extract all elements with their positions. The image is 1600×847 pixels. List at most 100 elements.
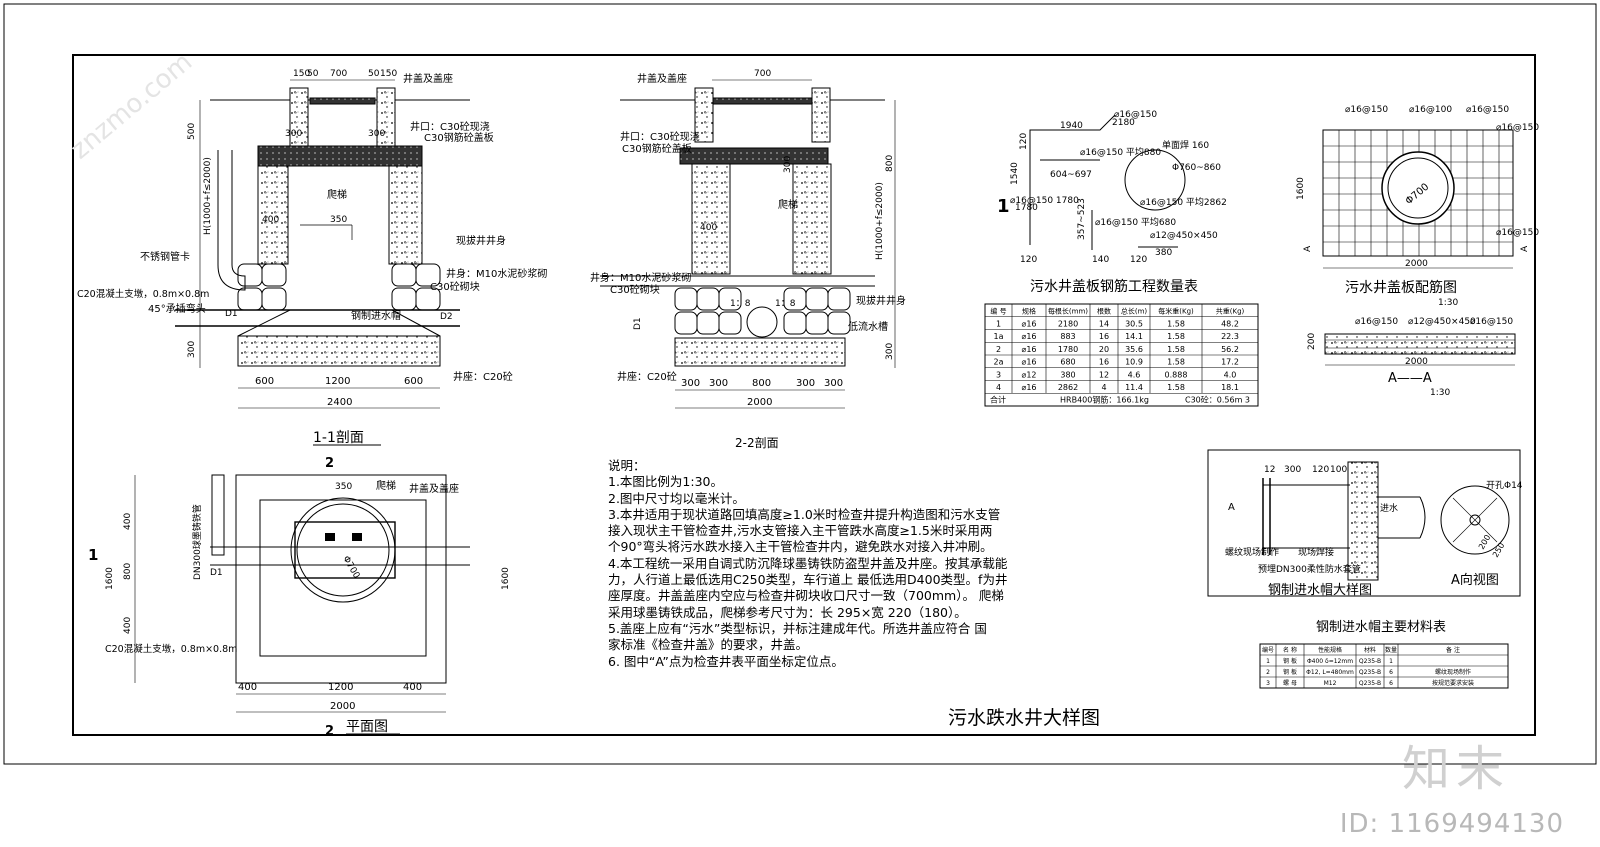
watermark-brand: 知末 — [1401, 741, 1510, 797]
dim-2000-b: 2000 — [747, 397, 772, 408]
table-cell: ⌀12 — [1022, 370, 1037, 379]
dim-600b: 600 — [404, 376, 423, 387]
rebar-604: 604~697 — [1050, 170, 1092, 180]
cast-body-label-b: 现拔井井身 — [856, 294, 906, 307]
dim-300-1: 300 — [681, 378, 700, 389]
cap-view-title: A向视图 — [1451, 572, 1499, 588]
dim-50b: 50 — [368, 69, 380, 79]
rebar-357: 357~523 — [1077, 198, 1087, 240]
cap-table-cell: 6 — [1389, 669, 1393, 676]
table-cell: 2 — [996, 345, 1001, 354]
cap-d200: 200 — [1477, 533, 1492, 551]
rebar-table: 污水井盖板钢筋工程数量表 编 号规格每根长(mm)根数总长(m)每米重(Kg)共… — [984, 278, 1259, 407]
slope-right: 1：8 — [775, 299, 796, 309]
dim-300-4: 300 — [824, 378, 843, 389]
table-total-steel: HRB400钢筋：166.1kg — [1060, 394, 1149, 404]
table-cell: 48.2 — [1221, 319, 1239, 328]
aa-section: ⌀16@150 ⌀12@450×450 ⌀16@150 200 2000 A——… — [1307, 317, 1516, 398]
table-cell: 4 — [1101, 383, 1106, 392]
cap-dim-12: 12 — [1264, 465, 1275, 475]
note-line: 2.图中尺寸均以毫米计。 — [608, 490, 745, 506]
dim-500: 500 — [187, 123, 197, 140]
cap-table-cell: M12 — [1324, 680, 1337, 687]
dim-400-b: 400 — [700, 223, 717, 233]
cap-dim-120: 120 — [1312, 465, 1329, 475]
cover-bar-c: ⌀16@150 — [1466, 105, 1509, 115]
note-line: 接入现状主干管检查井,污水支管接入主干管跌水高度≥1.5米时采用两 — [608, 523, 993, 539]
note-line: 5.盖座上应有“污水”类型标识，并标注建成年代。所选井盖应符合 国 — [608, 620, 987, 636]
table-cell: 35.6 — [1125, 345, 1143, 354]
outer-frame — [3, 3, 1597, 765]
slab-label-b: C30钢筋砼盖板 — [622, 142, 692, 155]
cover-slab — [257, 145, 423, 167]
rebar-note-d: ⌀16@150 平均680 — [1095, 216, 1176, 228]
dia-label-plan: Φ700 — [340, 555, 361, 581]
note-line: 座厚度。井盖盖座内空应与检查井砌块收口尺寸一致（700mm）。 爬梯 — [608, 588, 1004, 604]
rebar-sketches: 1 1940 2180 ⌀16@150 120 1540 1780 ⌀16@15… — [997, 110, 1227, 265]
section-1-1: 150 50 700 50 150 600 — [77, 69, 547, 446]
table-cell: 17.2 — [1221, 358, 1239, 367]
table-cell: 0.888 — [1165, 370, 1188, 379]
cap-table-cell: 螺 母 — [1283, 679, 1297, 687]
dim-400-left-b: 400 — [123, 617, 133, 634]
cap-table-cell: 钢 板 — [1283, 657, 1297, 665]
cap-table-header-cell: 名 称 — [1283, 646, 1297, 654]
table-cell: 18.1 — [1221, 383, 1239, 392]
rebar-note-f: Φ760~860 — [1172, 163, 1221, 173]
seat-label-b: 井座：C20砼 — [617, 370, 677, 383]
dim-1600-left: 1600 — [105, 567, 115, 590]
rebar-note-a: ⌀16@150 — [1114, 110, 1157, 120]
table-header-cell: 根数 — [1097, 307, 1111, 316]
inner-frame — [72, 54, 1536, 736]
note-line: 4.本工程统一采用自调式防沉降球墨铸铁防盗型井盖及井座。按其承载能 — [608, 555, 1008, 571]
dim-350-plan: 350 — [335, 482, 352, 492]
table-cell: 1.58 — [1167, 332, 1185, 341]
table-cell: ⌀16 — [1022, 332, 1037, 341]
clamp-label: 不锈钢管卡 — [140, 250, 190, 263]
section-2-2: 700 300 300 800 300 300 2000 800 300 300… — [590, 69, 906, 450]
cap-table-header-cell: 备 注 — [1446, 646, 1460, 654]
rebar-mark-1: 1 — [997, 196, 1010, 217]
support-label-plan: C20混凝土支墩，0.8m×0.8m — [105, 643, 237, 655]
dim-1600-right: 1600 — [501, 567, 511, 590]
aa-bar-b: ⌀12@450×450 — [1408, 317, 1476, 327]
cover-bar-e: ⌀16@150 — [1496, 228, 1539, 238]
cap-table-header-cell: 数量 — [1385, 646, 1397, 654]
slab-label: C30钢筋砼盖板 — [424, 131, 494, 144]
table-cell: 20 — [1099, 345, 1109, 354]
dim-400: 400 — [262, 215, 279, 225]
cap-table-header-cell: 性能规格 — [1318, 646, 1342, 654]
table-total-concrete: C30砼：0.56m 3 — [1185, 394, 1250, 404]
cap-table-title: 钢制进水帽主要材料表 — [1316, 619, 1446, 635]
cap-weld: 现场焊接 — [1298, 546, 1334, 558]
ladder-label-plan: 爬梯 — [376, 479, 396, 492]
cover-1600: 1600 — [1296, 177, 1306, 200]
table-cell: 16 — [1099, 358, 1109, 367]
cover-plan-scale: 1:30 — [1438, 298, 1458, 308]
aa-bar-c: ⌀16@150 — [1470, 317, 1513, 327]
table-cell: 883 — [1060, 332, 1075, 341]
aa-bar-a: ⌀16@150 — [1355, 317, 1398, 327]
table-cell: 1780 — [1058, 345, 1078, 354]
ladder-label: 爬梯 — [327, 188, 347, 201]
d1-label-b: D1 — [633, 317, 643, 330]
cap-bolt: 螺纹现场制作 — [1225, 546, 1279, 558]
cap-hole: 开孔Φ14 — [1486, 480, 1523, 491]
table-cell: ⌀16 — [1022, 383, 1037, 392]
dim-350: 350 — [330, 215, 347, 225]
dim-300-2: 300 — [709, 378, 728, 389]
table-cell: 12 — [1099, 370, 1109, 379]
section-1-1-title: 1-1剖面 — [313, 430, 364, 446]
table-cell: 1.58 — [1167, 383, 1185, 392]
cap-d250: 250 — [1491, 541, 1506, 559]
cast-body-label: 现拔井井身 — [456, 234, 506, 247]
rebar-380: 380 — [1155, 248, 1172, 258]
table-header-cell: 共重(Kg) — [1216, 307, 1245, 316]
note-line: 个90°弯头将污水跌水接入主干管检查井内，避免跌水对接入井冲刷。 — [608, 539, 993, 555]
table-cell: 1.58 — [1167, 358, 1185, 367]
rebar-1780: 1780 — [1015, 203, 1038, 213]
cover-label-plan: 井盖及盖座 — [409, 482, 459, 495]
dim-800-left: 800 — [123, 563, 133, 580]
table-cell: 4.0 — [1224, 370, 1237, 379]
